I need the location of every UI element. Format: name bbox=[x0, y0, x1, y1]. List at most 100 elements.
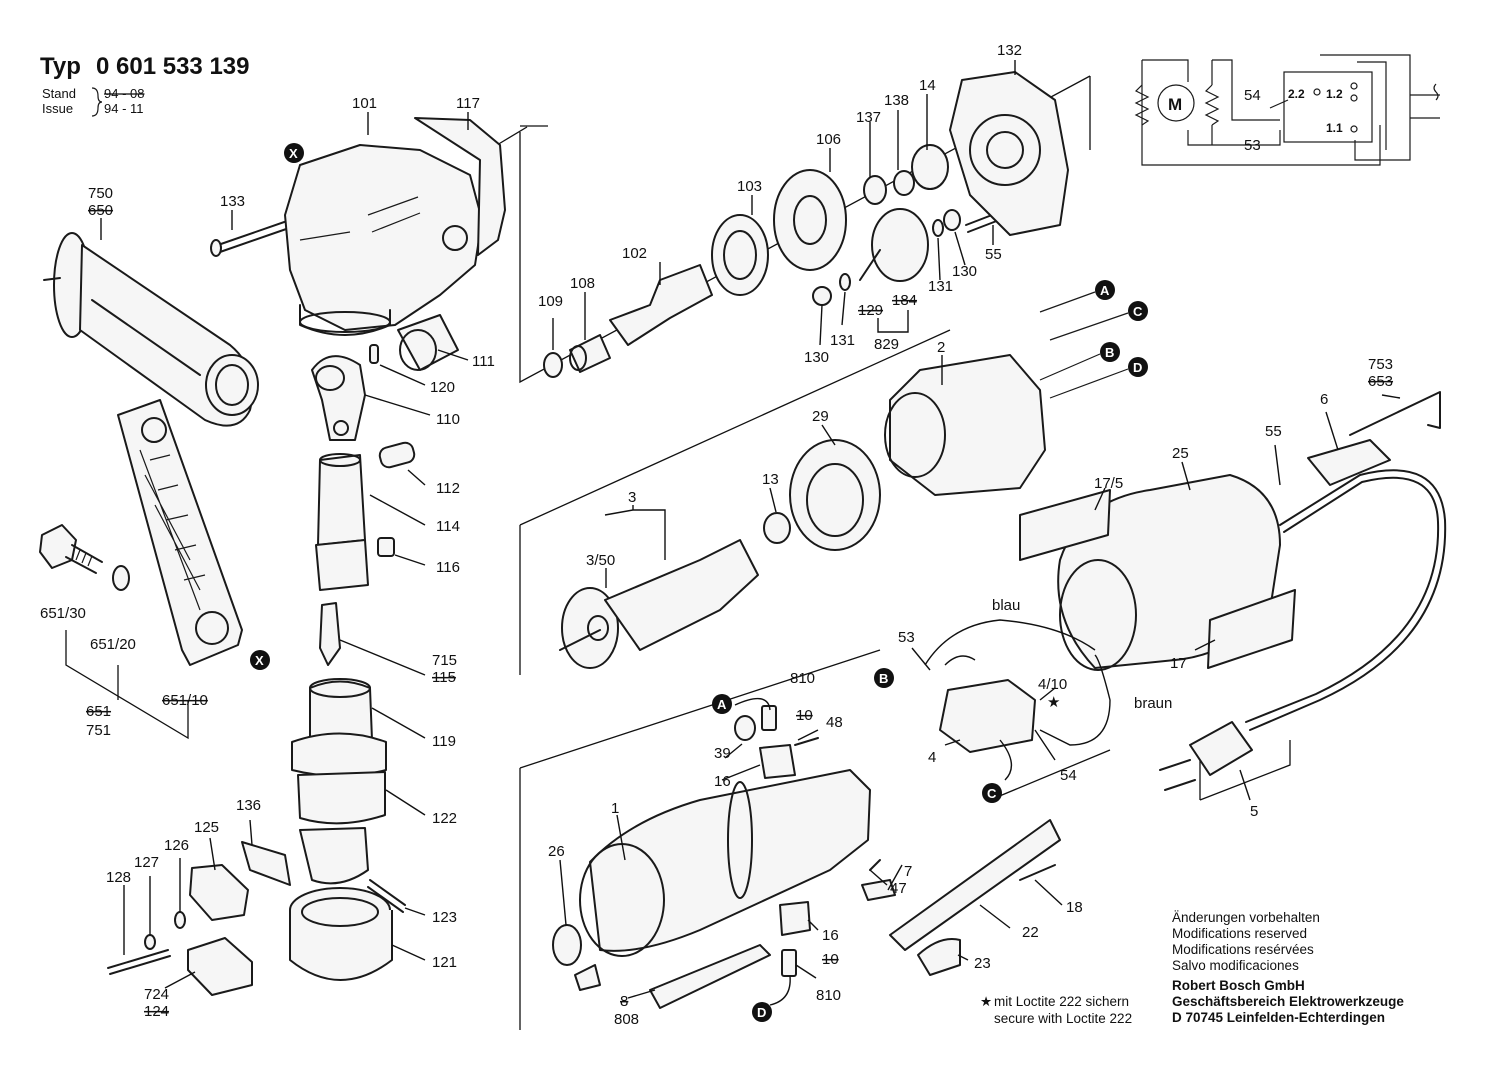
callout-184: 184 bbox=[892, 292, 917, 309]
footnote: ★ mit Loctite 222 sichern secure with Lo… bbox=[980, 994, 1132, 1026]
marker-b-top: B bbox=[1100, 342, 1120, 362]
motor-housing-25 bbox=[1019, 474, 1296, 671]
svg-text:C: C bbox=[1133, 304, 1143, 319]
callout-753: 753 bbox=[1368, 356, 1393, 373]
svg-text:A: A bbox=[1100, 283, 1110, 298]
callout-labels: 101 117 133 750 650 111 120 110 112 114 … bbox=[40, 42, 1393, 1028]
die-ring-121 bbox=[289, 887, 393, 981]
loctite-star-switch: ★ bbox=[1047, 694, 1060, 711]
fan-baffle-29 bbox=[789, 439, 881, 551]
callout-17: 17 bbox=[1170, 655, 1187, 672]
callout-112: 112 bbox=[436, 480, 460, 497]
callout-127: 127 bbox=[134, 854, 159, 871]
callout-128: 128 bbox=[106, 869, 131, 886]
footnote-line-1: mit Loctite 222 sichern bbox=[994, 994, 1129, 1009]
callout-724: 724 bbox=[144, 986, 169, 1003]
terminal-2-2: 2.2 bbox=[1288, 87, 1305, 101]
callout-2: 2 bbox=[937, 339, 945, 356]
callout-109: 109 bbox=[538, 293, 563, 310]
field-winding-2 bbox=[884, 354, 1046, 496]
part-number: 0 601 533 139 bbox=[96, 53, 249, 80]
callout-715: 715 bbox=[432, 652, 457, 669]
handle-bracket bbox=[117, 399, 243, 666]
lever-parts bbox=[861, 819, 1061, 976]
svg-text:B: B bbox=[1105, 345, 1114, 360]
notice-block: Änderungen vorbehalten Modifications res… bbox=[1172, 910, 1404, 1025]
callout-651-20: 651/20 bbox=[90, 636, 136, 653]
svg-text:A: A bbox=[717, 697, 727, 712]
callout-126: 126 bbox=[164, 837, 189, 854]
pin-120 bbox=[369, 344, 379, 364]
connection-markers: X X A C B D B C A D bbox=[250, 143, 1148, 1022]
callout-3: 3 bbox=[628, 489, 636, 506]
notice-line-4: Salvo modificaciones bbox=[1172, 958, 1299, 973]
callout-750: 750 bbox=[88, 185, 113, 202]
switch-box bbox=[1283, 71, 1373, 143]
callout-48: 48 bbox=[826, 714, 843, 731]
callout-17-5: 17/5 bbox=[1094, 475, 1123, 492]
set-screw-116 bbox=[377, 537, 395, 557]
callout-117: 117 bbox=[456, 95, 480, 112]
marker-d-top: D bbox=[1128, 357, 1148, 377]
callout-23: 23 bbox=[974, 955, 991, 972]
die-holder-parts bbox=[107, 841, 291, 996]
side-handle bbox=[43, 232, 259, 427]
svg-text:X: X bbox=[255, 653, 264, 668]
marker-c-top: C bbox=[1128, 301, 1148, 321]
stand-value: 94 - 08 bbox=[104, 86, 144, 101]
callout-130-right: 130 bbox=[952, 263, 977, 280]
stand-label: Stand bbox=[42, 86, 76, 101]
wiring-schematic: M 2.2 1.2 1.1 bbox=[1134, 54, 1440, 166]
callout-114: 114 bbox=[436, 518, 460, 535]
svg-text:D: D bbox=[757, 1005, 766, 1020]
callout-129: 129 bbox=[858, 302, 883, 319]
callout-136: 136 bbox=[236, 797, 261, 814]
callout-124: 124 bbox=[144, 1003, 169, 1020]
callout-22: 22 bbox=[1022, 924, 1039, 941]
notice-line-3: Modifications resérvées bbox=[1172, 942, 1314, 957]
callout-4-10: 4/10 bbox=[1038, 676, 1067, 693]
callout-651: 651 bbox=[86, 703, 111, 720]
screw-123 bbox=[367, 879, 406, 913]
pin-112 bbox=[378, 441, 416, 469]
callout-121: 121 bbox=[432, 954, 457, 971]
bolt-651-30 bbox=[39, 524, 130, 591]
callout-4: 4 bbox=[928, 749, 936, 766]
callout-1: 1 bbox=[611, 800, 619, 817]
callout-53-switch: 53 bbox=[898, 629, 915, 646]
wire-label-braun: braun bbox=[1134, 695, 1172, 712]
callout-16-bottom: 16 bbox=[822, 927, 839, 944]
callout-116: 116 bbox=[436, 559, 460, 576]
brush-holders bbox=[734, 697, 819, 1006]
callout-101: 101 bbox=[352, 95, 377, 112]
callout-110: 110 bbox=[436, 411, 460, 428]
marker-d-brush: D bbox=[752, 1002, 772, 1022]
bearing-flange-132 bbox=[949, 71, 1069, 236]
callout-18: 18 bbox=[1066, 899, 1083, 916]
callout-130-left: 130 bbox=[804, 349, 829, 366]
callout-133: 133 bbox=[220, 193, 245, 210]
switch-4 bbox=[924, 619, 1111, 781]
gear-train-parts bbox=[543, 144, 1008, 378]
motor-symbol bbox=[1157, 84, 1195, 122]
callout-10-top: 10 bbox=[796, 707, 813, 724]
callout-131-left: 131 bbox=[830, 332, 855, 349]
callout-651-10: 651/10 bbox=[162, 692, 208, 709]
callout-108: 108 bbox=[570, 275, 595, 292]
issue-value: 94 - 11 bbox=[104, 101, 144, 116]
issue-label: Issue bbox=[42, 101, 73, 116]
svg-text:B: B bbox=[879, 671, 888, 686]
callout-5: 5 bbox=[1250, 803, 1258, 820]
callout-103: 103 bbox=[737, 178, 762, 195]
callout-751: 751 bbox=[86, 722, 111, 739]
callout-651-30: 651/30 bbox=[40, 605, 86, 622]
punch-715 bbox=[319, 602, 341, 666]
bushing-111 bbox=[397, 314, 459, 371]
bearing-13 bbox=[763, 512, 791, 544]
armature-3 bbox=[559, 539, 759, 669]
callout-138: 138 bbox=[884, 92, 909, 109]
callout-131-right: 131 bbox=[928, 278, 953, 295]
callout-650: 650 bbox=[88, 202, 113, 219]
callout-137: 137 bbox=[856, 109, 881, 126]
marker-x-bottom: X bbox=[250, 650, 270, 670]
